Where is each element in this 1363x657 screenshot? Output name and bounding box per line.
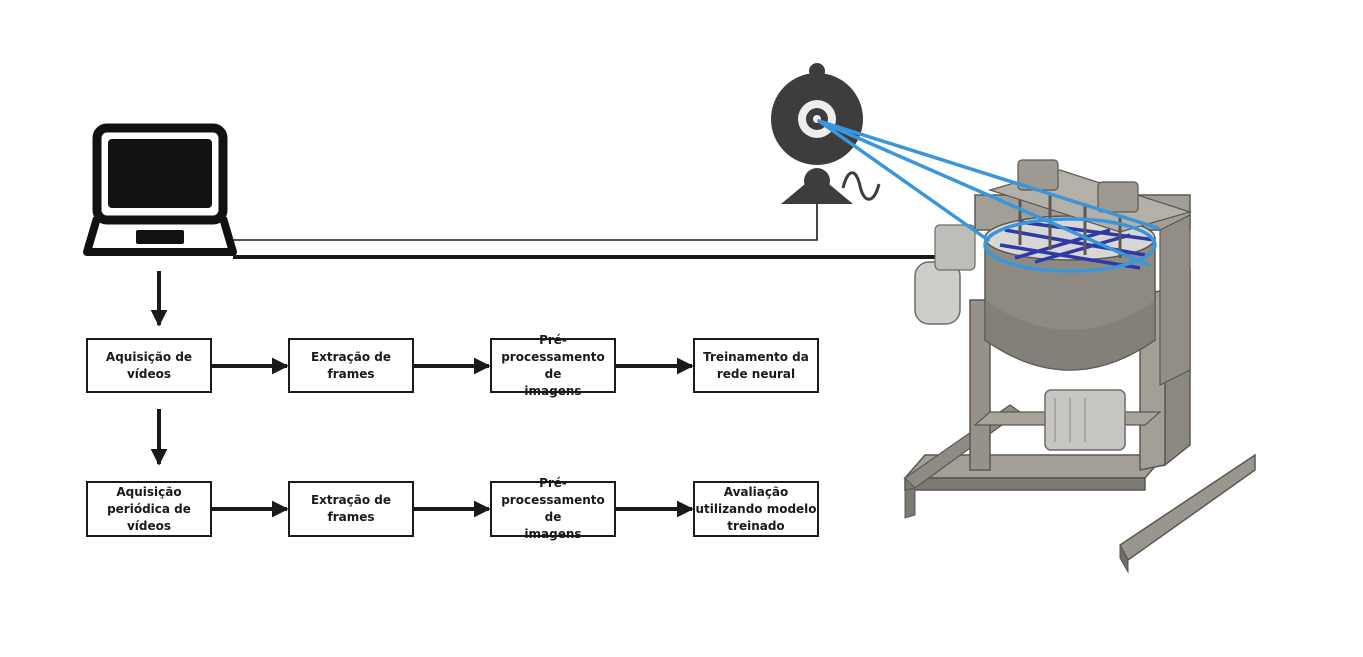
webcam-icon <box>771 63 881 204</box>
step-label: Pré- processamento de imagens <box>501 332 605 398</box>
step-trained-model-evaluation: Avaliação utilizando modelo treinado <box>693 481 819 537</box>
step-image-preprocessing: Pré- processamento de imagens <box>490 333 616 398</box>
step-periodic-video-acquisition: Aquisição periódica de vídeos <box>86 481 212 537</box>
step-label: Aquisição de vídeos <box>105 349 193 381</box>
step-image-preprocessing-eval: Pré- processamento de imagens <box>490 476 616 541</box>
mixer-tank-illustration <box>903 159 1256 574</box>
step-frame-extraction: Extração de frames <box>288 338 414 393</box>
step-frame-extraction-eval: Extração de frames <box>288 481 414 537</box>
step-label: Aquisição periódica de vídeos <box>107 484 191 533</box>
laptop-icon <box>83 123 237 256</box>
flow-arrows <box>150 271 694 518</box>
step-label: Treinamento da rede neural <box>703 349 809 381</box>
camera-field-of-view <box>817 119 1160 273</box>
step-label: Pré- processamento de imagens <box>501 476 605 541</box>
step-label: Extração de frames <box>310 349 392 381</box>
cable-laptop-camera <box>233 202 818 241</box>
step-neural-network-training: Treinamento da rede neural <box>693 338 819 393</box>
step-video-acquisition: Aquisição de vídeos <box>86 338 212 393</box>
step-label: Avaliação utilizando modelo treinado <box>695 484 817 533</box>
step-label: Extração de frames <box>310 493 392 524</box>
